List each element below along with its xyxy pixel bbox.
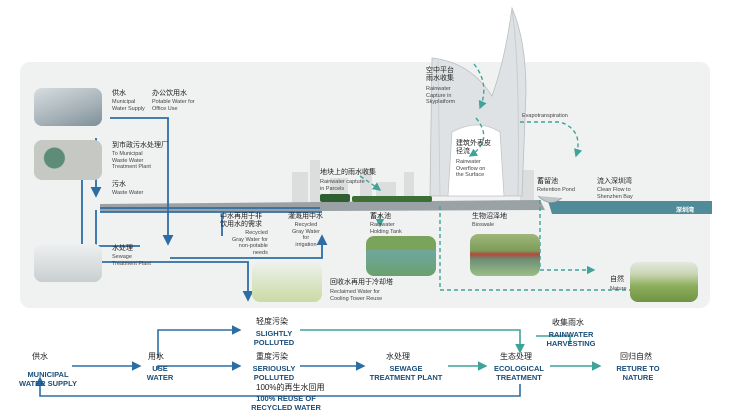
bioswale-zh: 生物沼泽地 <box>472 213 507 220</box>
tower <box>429 6 527 197</box>
holding-zh: 蓄水池 <box>370 213 391 220</box>
flow-seriously-en: SERIOUSLY POLLUTED <box>252 364 296 382</box>
sky-platform-en: Rainwater Capture in Skyplatform <box>426 86 456 106</box>
non-potable-en: Recycled Gray Water for non-potable need… <box>232 230 268 256</box>
flow-reuse-en: 100% REUSE OF RECYCLED WATER <box>251 394 321 412</box>
treatment-zh: 到市政污水处理厂 <box>112 142 168 149</box>
flow-supply-en: MUNICIPAL WATER SUPPLY <box>19 370 77 388</box>
site-section <box>100 194 712 214</box>
bay-label: 深圳湾 <box>676 208 695 214</box>
flow-eco-zh: 生态处理 <box>500 352 532 361</box>
office-en: Potable Water for Office Use <box>152 99 195 112</box>
flow-sewage-en: SEWAGE TREATMENT PLANT <box>369 364 443 382</box>
waste-zh: 污水 <box>112 181 126 188</box>
nature-photo <box>630 262 698 302</box>
flow-reuse-zh: 100%的再生水回用 <box>256 383 325 392</box>
flow-nature-zh: 回归自然 <box>620 352 652 361</box>
water-supply-photo <box>34 88 102 126</box>
flow-nature-en: RETURE TO NATURE <box>616 364 660 382</box>
holding-en: Rainwater Holding Tank <box>370 222 402 235</box>
flow-arrows <box>35 325 602 397</box>
flow-rain-en: RAINWATER HARVESTING <box>546 330 596 348</box>
shenzhen-zh: 流入深圳湾 <box>597 178 632 185</box>
waste-en: Waste Water <box>112 190 144 196</box>
overflow-en: Rainwater Overflow on the Surface <box>456 159 486 179</box>
holding-tank-photo <box>366 236 436 276</box>
shenzhen-en: Clean Flow to Shenzhen Bay <box>597 187 633 200</box>
flow-supply-zh: 供水 <box>32 352 48 361</box>
flow-slightly-en: SLIGHTLY POLLUTED <box>253 329 295 347</box>
supply-en: Municipal Water Supply <box>112 99 145 112</box>
flow-use-zh: 用水 <box>148 352 164 361</box>
sewage-zh: 水处理 <box>112 245 133 252</box>
non-potable-zh: 中水再用于非 饮用水的需求 <box>220 213 262 228</box>
flow-use-en: USE WATER <box>146 364 174 382</box>
treatment-plant-photo <box>34 140 102 180</box>
flow-eco-en: ECOLOGICAL TREATMENT <box>494 364 544 382</box>
bioswale-photo <box>470 234 540 276</box>
parcels-en: Rainwater capture in Parcels <box>320 179 365 192</box>
flow-slightly-zh: 轻度污染 <box>256 317 288 326</box>
sewage-plant-photo <box>34 244 102 282</box>
retention-zh: 蓄留池 <box>537 178 558 185</box>
sky-platform-zh: 空中平台 雨水收集 <box>426 67 454 82</box>
treatment-en: To Municipal Waste Water Treatment Plant <box>112 151 151 171</box>
nature-en: Nature <box>610 286 627 292</box>
flow-sewage-zh: 水处理 <box>386 352 410 361</box>
nature-zh: 自然 <box>610 276 624 283</box>
cooling-en: Reclaimed Water for Cooling Tower Reuse <box>330 289 383 302</box>
supply-zh: 供水 <box>112 90 126 97</box>
flow-rain-zh: 收集雨水 <box>552 318 584 327</box>
irrigation-en: Recycled Gray Water for irrigation <box>292 222 320 248</box>
evapo-en: Evapotranspiration <box>522 113 568 119</box>
bioswale-en: Bioswale <box>472 222 495 228</box>
parcels-zh: 地块上的雨水收集 <box>320 169 376 176</box>
cooling-tower-photo <box>252 262 322 302</box>
sewage-en: Sewage Treatment Plant <box>112 254 151 267</box>
retention-en: Retention Pond <box>537 187 575 193</box>
cooling-zh: 回收水再用于冷却塔 <box>330 279 393 286</box>
office-zh: 办公饮用水 <box>152 90 187 97</box>
irrigation-zh: 灌溉用中水 <box>288 213 323 220</box>
flow-seriously-zh: 重度污染 <box>256 352 288 361</box>
overflow-zh: 建筑外表皮 径流 <box>456 140 491 155</box>
teal-flows <box>359 63 694 295</box>
